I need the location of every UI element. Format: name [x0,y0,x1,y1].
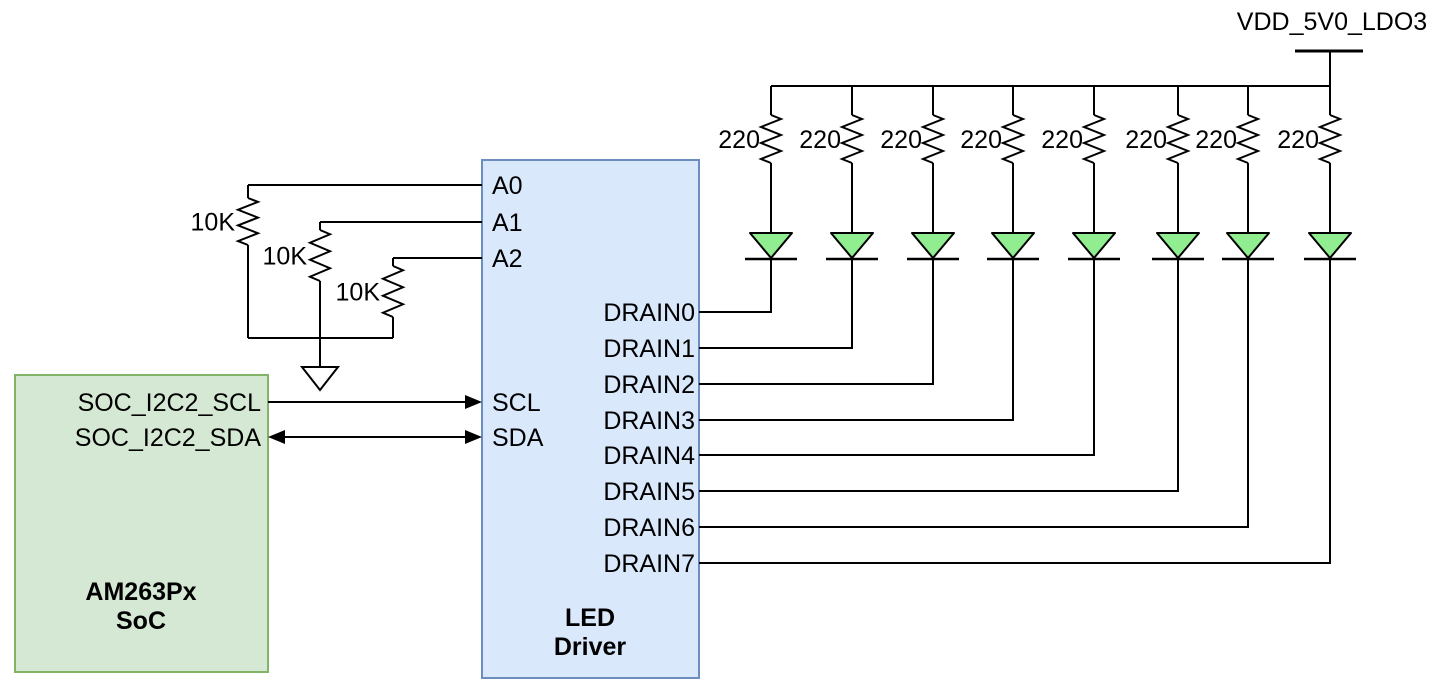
resistor-zigzag-icon [380,265,406,318]
series-resistor-value-label: 220 [1277,126,1319,154]
drain-wire [699,259,1331,564]
sda-arrowhead-right-icon [465,430,482,444]
driver-pin-label-drain3: DRAIN3 [603,407,695,435]
driver-title-line1: LED [565,604,615,632]
drain-wire [699,259,1014,421]
driver-pin-label-drain4: DRAIN4 [603,442,695,470]
driver-title-line2: Driver [554,633,627,661]
driver-pin-label-drain5: DRAIN5 [603,478,695,506]
resistor-zigzag-icon [1317,114,1343,164]
driver-pin-label-drain0: DRAIN0 [603,299,695,327]
resistor-zigzag-icon [235,197,261,246]
soc-title-line1: AM263Px [85,578,196,606]
driver-pin-label-a1: A1 [492,209,523,237]
driver-pin-label-a0: A0 [492,172,523,200]
drain-wire [699,259,1249,528]
driver-pin-label-drain1: DRAIN1 [603,335,695,363]
led-driver-block: LED Driver SCL SDA [481,159,700,679]
led-icon [749,232,793,259]
series-resistor-value-label: 220 [799,126,841,154]
resistor-zigzag-icon [1235,114,1261,164]
ground-triangle-icon [299,366,341,392]
pullup-network: 10K A0 10K A1 10K A2 [191,172,523,338]
led-driver-box [481,159,700,679]
scl-arrowhead-icon [465,395,482,409]
drain-wire [699,259,1095,456]
series-resistor-value-label: 220 [880,126,922,154]
soc-box [14,374,269,673]
resistor-zigzag-icon [307,229,333,282]
led-icon [1156,232,1200,259]
resistor-zigzag-icon [1165,114,1191,164]
drain-wire [699,259,1179,492]
ground-symbol [248,337,393,392]
drain-wire [699,259,853,349]
power-net-label: VDD_5V0_LDO3 [1237,8,1427,36]
resistor-zigzag-icon [1000,114,1026,164]
driver-pin-label-scl: SCL [492,389,541,417]
pullup-value-label: 10K [263,243,308,271]
power-rail: VDD_5V0_LDO3 [771,8,1427,87]
driver-pin-label-drain7: DRAIN7 [603,550,695,578]
pullup-value-label: 10K [336,279,381,307]
driver-pin-label-sda: SDA [492,424,544,452]
resistor-zigzag-icon [839,114,865,164]
resistor-zigzag-icon [758,114,784,164]
resistor-zigzag-icon [920,114,946,164]
led-icon [1226,232,1270,259]
series-resistor-value-label: 220 [1125,126,1167,154]
series-resistor-value-label: 220 [960,126,1002,154]
led-icon [830,232,874,259]
series-resistor-value-label: 220 [1195,126,1237,154]
led-icon [991,232,1035,259]
soc-title-line2: SoC [116,607,166,635]
drain-wire [699,259,934,385]
series-resistor-value-label: 220 [718,126,760,154]
soc-pin-label-scl: SOC_I2C2_SCL [78,389,262,417]
driver-pin-label-drain6: DRAIN6 [603,514,695,542]
i2c-bus [268,395,482,444]
driver-pin-label-drain2: DRAIN2 [603,371,695,399]
pullup-resistor-a1: 10K A1 [263,209,523,338]
pullup-resistor-a2: 10K A2 [336,245,523,338]
soc-pin-label-sda: SOC_I2C2_SDA [75,424,262,452]
soc-block: AM263Px SoC SOC_I2C2_SCL SOC_I2C2_SDA [14,374,269,673]
led-icon [1308,232,1352,259]
sda-arrowhead-left-icon [268,430,285,444]
led-icon [911,232,955,259]
pullup-resistor-a0: 10K A0 [191,172,523,338]
led-icon [1072,232,1116,259]
series-resistor-value-label: 220 [1041,126,1083,154]
led-channels: 220DRAIN0220DRAIN1220DRAIN2220DRAIN3220D… [603,86,1356,578]
pullup-value-label: 10K [191,209,236,237]
drain-wire [699,259,772,313]
resistor-zigzag-icon [1081,114,1107,164]
driver-pin-label-a2: A2 [492,245,523,273]
